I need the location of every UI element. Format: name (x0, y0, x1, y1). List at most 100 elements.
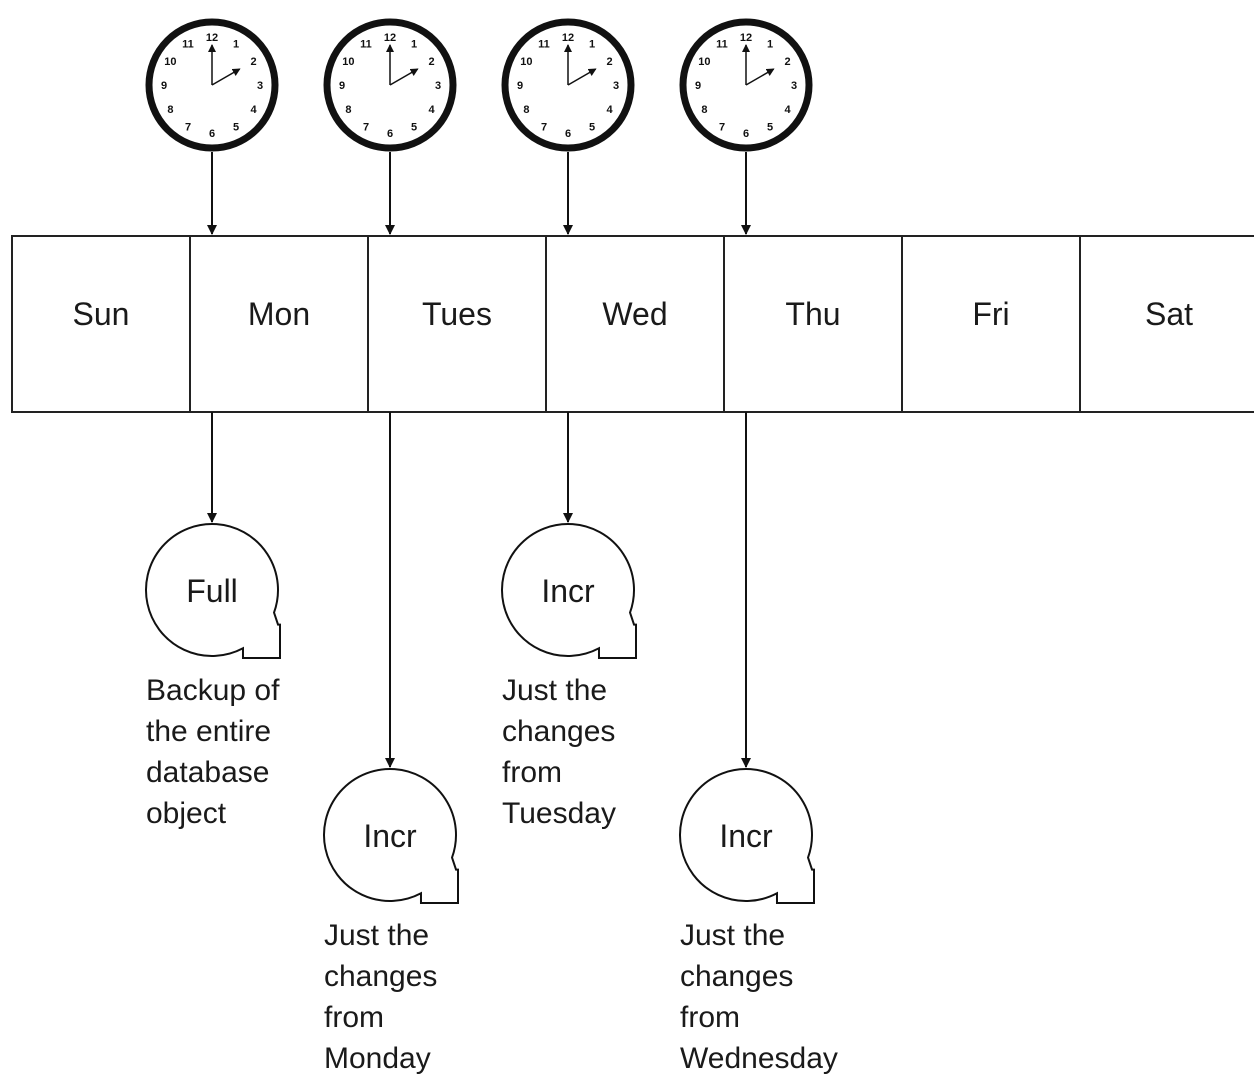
clock-numeral: 7 (719, 122, 725, 134)
clock-numeral: 6 (209, 128, 215, 140)
backup-type-label: Full (186, 573, 238, 609)
clock-numeral: 3 (613, 80, 619, 92)
clock-numeral: 6 (387, 128, 393, 140)
backup-description-line: Tuesday (502, 797, 616, 830)
clock-numeral: 2 (785, 56, 791, 68)
speech-bubble (323, 768, 459, 904)
clock-hour-hand (567, 68, 597, 86)
backup-type-label: Incr (719, 818, 773, 854)
clock-numeral: 8 (701, 104, 707, 116)
week-strip-border (11, 235, 1254, 413)
backup-description-line: changes (324, 960, 437, 993)
backup-type-label: Incr (363, 818, 417, 854)
clock-hour-hand (745, 68, 775, 86)
clock-numeral: 1 (233, 38, 239, 50)
day-label: Fri (972, 296, 1009, 332)
clock-numeral: 1 (767, 38, 773, 50)
clock-numeral: 11 (182, 38, 194, 50)
week-strip: Sun Mon Tues Wed Thu Fri Sat (11, 235, 1254, 413)
day-cell-sun: Sun (73, 296, 130, 332)
clock-numeral: 2 (251, 56, 257, 68)
clock-numeral: 3 (791, 80, 797, 92)
day-cell-sat: Sat (1079, 236, 1193, 412)
backup-description-line: object (146, 797, 227, 830)
clock-numeral: 12 (740, 32, 752, 44)
day-cell-thu: Thu (723, 236, 841, 412)
backup-description-line: from (324, 1001, 384, 1034)
backup-description-line: the entire (146, 715, 271, 748)
clock-numeral: 4 (429, 104, 436, 116)
clock-numeral: 2 (607, 56, 613, 68)
clock-numeral: 3 (257, 80, 263, 92)
day-cell-tues: Tues (367, 236, 492, 412)
day-label: Mon (248, 296, 310, 332)
speech-bubble (501, 523, 637, 659)
clock-numeral: 10 (520, 56, 532, 68)
day-label: Sun (73, 296, 130, 332)
day-label: Sat (1145, 296, 1193, 332)
backup-type-label: Incr (541, 573, 595, 609)
clock-numeral: 3 (435, 80, 441, 92)
clock-numeral: 8 (345, 104, 351, 116)
clock-numeral: 8 (167, 104, 173, 116)
day-cell-mon: Mon (189, 236, 310, 412)
day-cells: Sun Mon Tues Wed Thu Fri Sat (73, 236, 1193, 412)
speech-bubble (145, 523, 281, 659)
clock-numeral: 4 (607, 104, 614, 116)
clock-numeral: 4 (785, 104, 792, 116)
clock-numeral: 7 (541, 122, 547, 134)
clock-numeral: 9 (339, 80, 345, 92)
clock-numeral: 5 (589, 122, 595, 134)
clock-numeral: 5 (233, 122, 239, 134)
day-cell-fri: Fri (901, 236, 1010, 412)
clock-numeral: 6 (743, 128, 749, 140)
clock-numeral: 11 (360, 38, 372, 50)
connectors (207, 152, 751, 768)
clock-numeral: 4 (251, 104, 258, 116)
clock-numeral: 5 (411, 122, 417, 134)
backup-description-line: Wednesday (680, 1042, 838, 1075)
day-label: Tues (422, 296, 492, 332)
backup-description-line: database (146, 756, 269, 789)
day-cell-wed: Wed (545, 236, 668, 412)
day-label: Thu (785, 296, 840, 332)
clock-numeral: 7 (363, 122, 369, 134)
clock-hour-hand (211, 68, 241, 86)
clocks: 1212345678910111212345678910111212345678… (145, 18, 813, 152)
clock-numeral: 12 (206, 32, 218, 44)
clock-numeral: 10 (164, 56, 176, 68)
clock-numeral: 1 (589, 38, 595, 50)
clock-numeral: 2 (429, 56, 435, 68)
backup-description-line: Backup of (146, 674, 280, 707)
clock-numeral: 7 (185, 122, 191, 134)
backup-description-line: changes (680, 960, 793, 993)
backup-description-line: Just the (324, 919, 429, 952)
clock-numeral: 1 (411, 38, 417, 50)
clock-numeral: 9 (517, 80, 523, 92)
clock-numeral: 10 (342, 56, 354, 68)
clock-numeral: 12 (384, 32, 396, 44)
clock-hour-hand (389, 68, 419, 86)
speech-bubble (679, 768, 815, 904)
clock-numeral: 5 (767, 122, 773, 134)
clock-numeral: 9 (695, 80, 701, 92)
backup-description-line: Just the (502, 674, 607, 707)
backup-description-line: changes (502, 715, 615, 748)
day-label: Wed (602, 296, 667, 332)
backup-description-line: Monday (324, 1042, 431, 1075)
clock-numeral: 11 (716, 38, 728, 50)
clock-numeral: 11 (538, 38, 550, 50)
clock-numeral: 9 (161, 80, 167, 92)
clock-numeral: 12 (562, 32, 574, 44)
clock-numeral: 6 (565, 128, 571, 140)
backup-description-line: from (502, 756, 562, 789)
